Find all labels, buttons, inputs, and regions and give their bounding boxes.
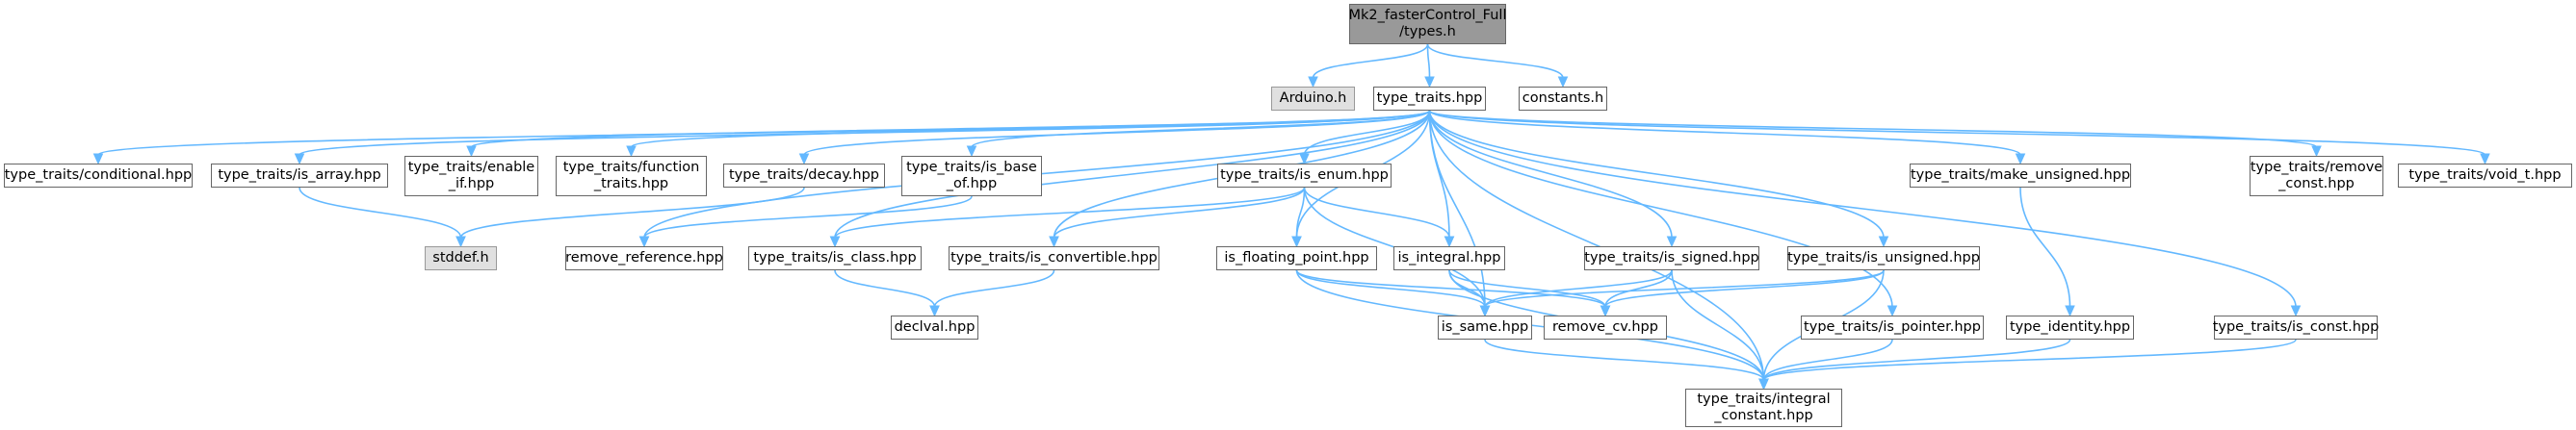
node-decay-hpp[interactable]: type_traits/decay.hpp [723, 164, 885, 188]
edge-is_array-to-stddef [299, 187, 462, 239]
node-is-signed-hpp[interactable]: type_traits/is_signed.hpp [1584, 246, 1759, 270]
node-function-traits-hpp[interactable]: type_traits/function _traits.hpp [556, 156, 707, 196]
edge-tt-to-is_unsigned [1428, 110, 1885, 239]
node-stddef-h[interactable]: stddef.h [425, 246, 497, 270]
arrowhead-tt-to-is_base_of [966, 145, 977, 158]
edge-root-to-arduino [1312, 43, 1429, 79]
arrowhead-is_enum-to-is_integral [1444, 236, 1455, 248]
node-conditional-hpp[interactable]: type_traits/conditional.hpp [4, 164, 193, 188]
edge-is_floating_point-to-is_same [1295, 269, 1486, 308]
arrowhead-is_const-to-integral_constant [1758, 378, 1769, 391]
arrowhead-tt-to-is_signed [1666, 236, 1678, 248]
edge-tt-to-void_t [1428, 110, 2486, 156]
edge-is_enum-to-is_convertible [1053, 187, 1306, 239]
node-void-t-hpp[interactable]: type_traits/void_t.hpp [2398, 164, 2572, 188]
edge-is_class-to-declval [834, 269, 936, 308]
arrowhead-is_enum-to-is_class [829, 236, 841, 248]
arrowhead-tt-to-is_const [2290, 305, 2302, 317]
node-type-traits-hpp[interactable]: type_traits.hpp [1373, 87, 1486, 111]
arrowhead-is_enum-to-is_floating_point [1291, 236, 1302, 248]
edge-tt-to-is_const [1428, 110, 2297, 308]
arrowhead-tt-to-function_traits [626, 145, 637, 158]
edge-is_enum-to-is_class [834, 187, 1306, 239]
arrowhead-tt-to-remove_const [2311, 145, 2322, 158]
edge-tt-to-enable_if [470, 110, 1431, 148]
arrowhead-root-to-tt [1424, 76, 1435, 89]
edge-tt-to-is_base_of [971, 110, 1431, 148]
node-constants-h[interactable]: constants.h [1519, 87, 1607, 111]
node-declval-hpp[interactable]: declval.hpp [891, 316, 978, 340]
node-remove-const-hpp[interactable]: type_traits/remove _const.hpp [2250, 156, 2383, 196]
edge-is_const-to-integral_constant [1762, 339, 2297, 381]
edge-is_enum-to-is_floating_point [1295, 187, 1306, 239]
arrowhead-is_unsigned-to-is_same [1479, 305, 1491, 317]
node-is-same-hpp[interactable]: is_same.hpp [1438, 316, 1532, 340]
edge-is_signed-to-remove_cv [1604, 269, 1673, 308]
edge-is_integral-to-remove_cv [1448, 269, 1606, 308]
arrowhead-tt-to-is_unsigned [1878, 236, 1889, 248]
edge-tt-to-remove_const [1428, 110, 2318, 148]
node-is-pointer-hpp[interactable]: type_traits/is_pointer.hpp [1801, 316, 1984, 340]
node-remove-reference-hpp[interactable]: remove_reference.hpp [565, 246, 723, 270]
edge-is_unsigned-to-is_same [1484, 269, 1885, 308]
edge-is_pointer-to-integral_constant [1762, 339, 1893, 381]
node-is-array-hpp[interactable]: type_traits/is_array.hpp [211, 164, 388, 188]
edge-type_identity-to-integral_constant [1762, 339, 2071, 381]
edge-tt-to-is_class [834, 110, 1431, 239]
node-is-unsigned-hpp[interactable]: type_traits/is_unsigned.hpp [1787, 246, 1980, 270]
edge-decay-to-stddef [459, 187, 805, 239]
node-type-identity-hpp[interactable]: type_identity.hpp [2006, 316, 2134, 340]
node-enable-if-hpp[interactable]: type_traits/enable _if.hpp [404, 156, 538, 196]
node-integral-constant-hpp[interactable]: type_traits/integral _constant.hpp [1685, 389, 1842, 427]
edge-root-to-tt [1426, 43, 1431, 79]
node-is-convertible-hpp[interactable]: type_traits/is_convertible.hpp [949, 246, 1159, 270]
edge-root-to-constants [1426, 43, 1564, 79]
node-is-floating-point-hpp[interactable]: is_floating_point.hpp [1216, 246, 1377, 270]
edge-is_same-to-integral_constant [1484, 339, 1765, 381]
node-is-base-of-hpp[interactable]: type_traits/is_base _of.hpp [901, 156, 1042, 196]
arrowhead-is_convertible-to-declval [929, 305, 940, 317]
arrowhead-tt-to-make_unsigned [2015, 153, 2026, 165]
arrowhead-make_unsigned-to-type_identity [2065, 305, 2075, 317]
arrowhead-tt-to-is_array [294, 153, 305, 165]
node-is-integral-hpp[interactable]: is_integral.hpp [1393, 246, 1505, 270]
edge-is_floating_point-to-remove_cv [1295, 269, 1606, 308]
edge-make_unsigned-to-type_identity [2019, 187, 2071, 308]
edge-tt-to-is_signed [1428, 110, 1673, 239]
arrowhead-tt-to-is_pointer [1886, 305, 1898, 317]
node-make-unsigned-hpp[interactable]: type_traits/make_unsigned.hpp [1910, 164, 2131, 188]
arrowhead-tt-to-conditional [92, 153, 104, 165]
node-root-types-h[interactable]: Mk2_fasterControl_Full /types.h [1349, 4, 1506, 44]
edge-is_base_of-to-remove_reference [643, 195, 973, 239]
arrowhead-decay-to-stddef [455, 236, 466, 248]
node-is-class-hpp[interactable]: type_traits/is_class.hpp [748, 246, 922, 270]
edge-tt-to-make_unsigned [1428, 110, 2021, 156]
node-arduino-h[interactable]: Arduino.h [1271, 87, 1355, 111]
edge-tt-to-is_pointer [1428, 110, 1893, 308]
arrowhead-is_enum-to-is_convertible [1049, 236, 1059, 248]
arrowhead-tt-to-decay [798, 153, 810, 165]
arrowhead-is_base_of-to-remove_reference [638, 236, 650, 248]
edge-is_unsigned-to-remove_cv [1604, 269, 1885, 308]
arrowhead-is_unsigned-to-remove_cv [1600, 305, 1611, 317]
node-is-const-hpp[interactable]: type_traits/is_const.hpp [2213, 316, 2379, 340]
arrowhead-root-to-arduino [1308, 76, 1318, 89]
edge-is_signed-to-is_same [1484, 269, 1673, 308]
node-remove-cv-hpp[interactable]: remove_cv.hpp [1544, 316, 1667, 340]
edge-is_convertible-to-declval [933, 269, 1055, 308]
edge-tt-to-is_same [1428, 110, 1486, 308]
edge-is_enum-to-is_integral [1303, 187, 1450, 239]
arrowhead-tt-to-enable_if [466, 145, 477, 158]
edge-is_signed-to-integral_constant [1671, 269, 1765, 381]
arrowhead-root-to-constants [1557, 76, 1569, 89]
node-is-enum-hpp[interactable]: type_traits/is_enum.hpp [1217, 164, 1392, 188]
edge-tt-to-integral_constant [1428, 110, 1765, 381]
arrowhead-tt-to-void_t [2480, 153, 2490, 165]
arrowhead-tt-to-is_enum [1299, 153, 1310, 165]
edge-tt-to-function_traits [630, 110, 1431, 148]
